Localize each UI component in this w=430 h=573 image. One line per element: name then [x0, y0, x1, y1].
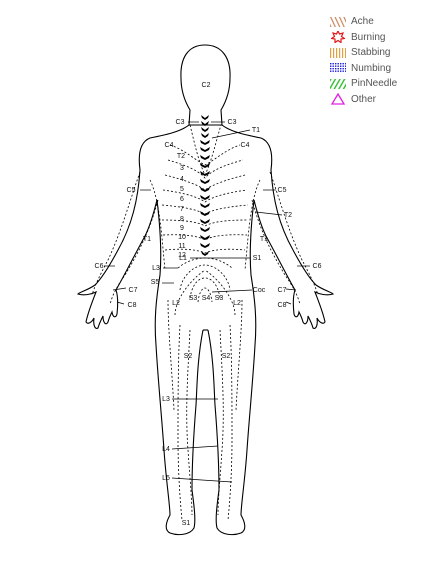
- legend-label: Stabbing: [351, 47, 391, 59]
- legend-label: Ache: [351, 16, 374, 28]
- triangle-icon: [330, 93, 346, 105]
- label-s3-right: S3: [215, 295, 224, 302]
- label-t6: 6: [180, 196, 184, 203]
- label-c8-right: C8: [278, 302, 287, 309]
- label-t7: 7: [180, 206, 184, 213]
- label-l3-leg: L3: [162, 396, 170, 403]
- label-s1-back: S1: [253, 255, 262, 262]
- label-c5-left: C5: [127, 187, 136, 194]
- diagonal-hatch-icon: [330, 16, 346, 27]
- label-s2-left: S2: [184, 353, 193, 360]
- label-t8: 8: [180, 216, 184, 223]
- label-t2-spine: T2: [177, 153, 185, 160]
- label-s5: S5: [151, 279, 160, 286]
- needle-hatch-icon: [330, 78, 346, 89]
- label-t2-right-arm: T2: [284, 212, 292, 219]
- label-c2: C2: [202, 82, 211, 89]
- label-l2-left: L2: [172, 300, 180, 307]
- legend-label: Burning: [351, 31, 386, 43]
- label-s1-foot: S1: [182, 520, 191, 527]
- legend-item-burning[interactable]: Burning: [330, 30, 426, 46]
- label-l4: L4: [162, 446, 170, 453]
- label-s3-left: S3: [189, 295, 198, 302]
- label-l2-right: L2: [233, 300, 241, 307]
- label-t1-right-arm: T1: [260, 236, 268, 243]
- legend-item-stabbing[interactable]: Stabbing: [330, 45, 426, 61]
- label-t12: 12: [178, 252, 186, 259]
- legend-item-pinneedle[interactable]: PinNeedle: [330, 76, 426, 92]
- legend-item-numbing[interactable]: Numbing: [330, 61, 426, 77]
- legend-label: Other: [351, 93, 377, 105]
- label-l1: L1: [179, 255, 187, 262]
- spine: [200, 115, 210, 256]
- label-l3-back: L3: [152, 265, 160, 272]
- left-body-outline: [76, 124, 204, 536]
- label-c7-right: C7: [278, 287, 287, 294]
- dot-grid-icon: [330, 63, 346, 74]
- vertical-hatch-icon: [330, 47, 346, 58]
- label-coc: Coc: [253, 287, 266, 294]
- label-t5: 5: [180, 186, 184, 193]
- label-t10: 10: [178, 234, 186, 241]
- dermatome-labels: C2 C3 C3 T1 C4 C4 T2 3 4 5 6 7 8 9 10 11…: [95, 82, 322, 527]
- label-s2-right: S2: [222, 353, 231, 360]
- label-t1-left-arm: T1: [143, 236, 151, 243]
- label-t3: 3: [180, 165, 184, 172]
- label-c5-right: C5: [278, 187, 287, 194]
- leader-lines: [104, 121, 310, 483]
- label-c3-left: C3: [176, 119, 185, 126]
- label-t11: 11: [178, 243, 185, 250]
- symptom-legend: Ache Burning Stabbing Numbing PinNeedle …: [330, 14, 426, 107]
- label-l5: L5: [162, 475, 170, 482]
- legend-item-ache[interactable]: Ache: [330, 14, 426, 30]
- label-c8-left: C8: [128, 302, 137, 309]
- label-c7-left: C7: [129, 287, 138, 294]
- label-c3-right: C3: [228, 119, 237, 126]
- label-c6-right: C6: [313, 263, 322, 270]
- label-c4-left: C4: [165, 142, 174, 149]
- label-c4-right: C4: [241, 142, 250, 149]
- starburst-icon: [330, 31, 346, 44]
- right-body-outline: [207, 124, 335, 536]
- label-t9: 9: [180, 225, 184, 232]
- dermatome-lines: [91, 124, 319, 521]
- label-s4: S4: [202, 295, 211, 302]
- legend-label: PinNeedle: [351, 78, 398, 90]
- legend-label: Numbing: [351, 62, 392, 74]
- label-t4: 4: [180, 176, 184, 183]
- label-c6-left: C6: [95, 263, 104, 270]
- label-t1-neck: T1: [252, 127, 260, 134]
- legend-item-other[interactable]: Other: [330, 92, 426, 108]
